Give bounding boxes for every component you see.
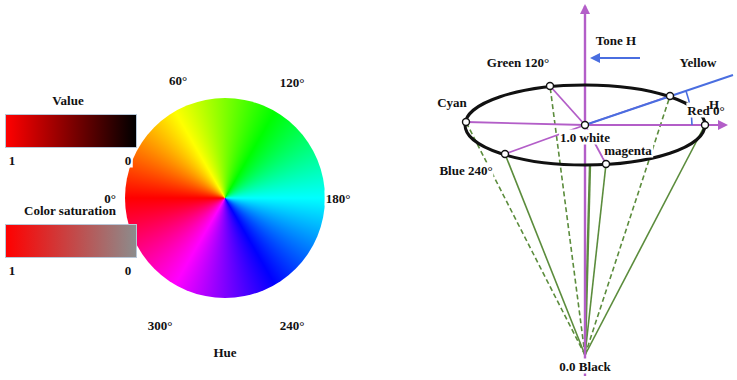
hue-angle: 60° <box>168 73 188 88</box>
apex-label: 0.0 Black <box>558 359 611 374</box>
hue-wheel <box>125 98 325 298</box>
color-label: magenta <box>603 143 653 158</box>
color-label: Blue 240° <box>438 163 493 178</box>
bar-title: Value <box>51 93 84 108</box>
saturation-bar <box>5 224 137 258</box>
hue-angle: 0° <box>103 191 117 206</box>
hue-angle: 180° <box>325 191 352 206</box>
hue-angle: 120° <box>279 75 306 90</box>
scale-value: 0 <box>124 263 133 278</box>
wheel-title: Hue <box>212 345 237 360</box>
hue-arrow-label: Tone H <box>595 33 637 48</box>
hue-angle: 240° <box>279 318 306 333</box>
angle-label: H <box>708 97 720 112</box>
color-label: Cyan <box>436 95 468 110</box>
color-label: Green 120° <box>486 55 550 70</box>
scale-value: 1 <box>8 263 17 278</box>
color-label: Red 0° <box>686 103 725 118</box>
scale-value: 0 <box>124 153 133 168</box>
value-bar <box>5 114 137 148</box>
color-label: Yellow <box>679 55 718 70</box>
scale-value: 1 <box>8 153 17 168</box>
hue-angle: 300° <box>147 318 174 333</box>
